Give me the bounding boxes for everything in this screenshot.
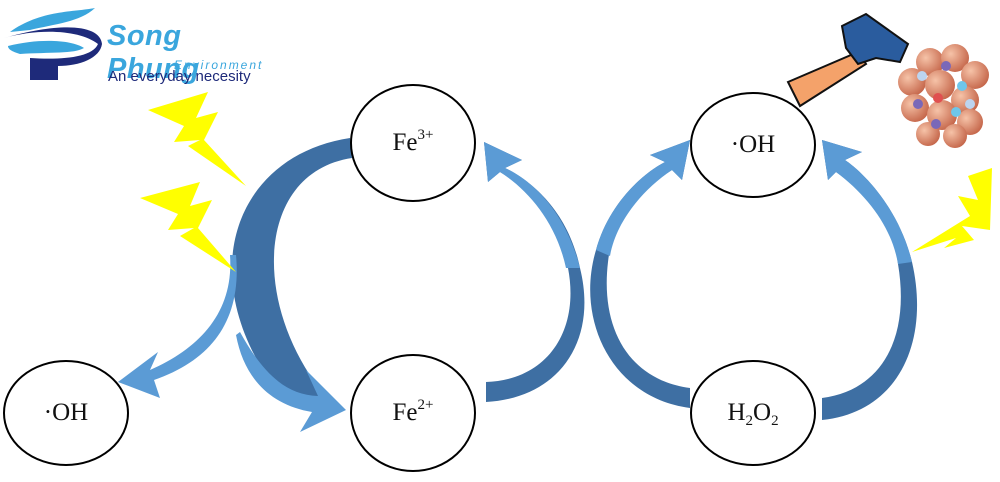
arrow-fe2-to-fe3: [484, 142, 585, 402]
arrow-fe3-to-fe2: [231, 138, 352, 415]
h2o2-sub2: 2: [771, 413, 779, 429]
node-fe2-label: Fe2+: [343, 398, 483, 428]
node-fe3-circle: [350, 84, 476, 202]
node-fe2-circle: [350, 354, 476, 472]
lightning-bolt-icon: [912, 168, 992, 252]
arrow-right-loop: [822, 140, 918, 420]
h2o2-sub1: 2: [745, 413, 754, 429]
oh-top-text: ·OH: [730, 131, 776, 158]
arrow-h2o2-to-oh: [590, 140, 690, 408]
catalyst-particle-icon: [898, 44, 989, 148]
arrow-right-loop-head: [822, 140, 912, 264]
node-h2o2-label: H2O2: [683, 398, 823, 429]
node-fe3-label: Fe3+: [343, 128, 483, 158]
logo-tagline: An everyday necesity: [108, 68, 251, 85]
fe2-charge: 2+: [417, 397, 434, 413]
h2o2-o: O: [753, 399, 772, 426]
fe3-charge: 3+: [417, 127, 434, 143]
lightning-bolt-icon: [148, 92, 246, 186]
fe2-base: Fe: [392, 399, 418, 426]
fe3-base: Fe: [392, 129, 418, 156]
arrow-fe3-head: [484, 142, 580, 268]
logo-subtitle: Environment: [174, 58, 264, 72]
node-oh-top-circle: [690, 92, 816, 198]
node-oh-left-label: ·OH: [0, 398, 136, 428]
lightning-bolt-icon: [140, 182, 236, 272]
node-oh-left-circle: [3, 360, 129, 466]
node-oh-top-label: ·OH: [683, 130, 823, 160]
arrow-fe2-head: [236, 332, 346, 432]
logo-title: Song Phung: [107, 20, 200, 85]
node-h2o2-circle: [690, 360, 816, 466]
arrow-oh-head: [596, 140, 690, 256]
arrow-to-left-oh: [118, 255, 237, 398]
oh-left-text: ·OH: [43, 399, 89, 426]
hammer-icon: [786, 12, 910, 108]
logo-mark-icon: [4, 8, 102, 80]
logo: Song Phung Environment An everyday neces…: [0, 0, 280, 90]
h2o2-h: H: [727, 399, 746, 426]
